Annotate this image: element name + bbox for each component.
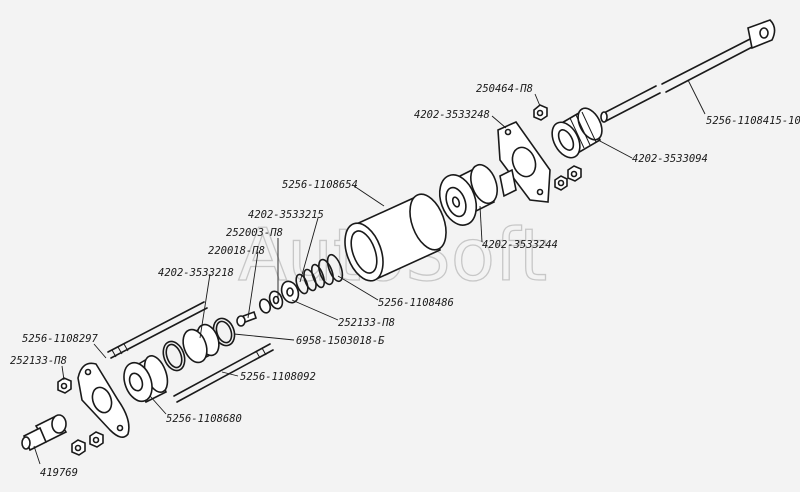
label-bottom-flange: 5256-1108297 [22, 333, 99, 345]
long-stud-lower-part [173, 343, 274, 403]
cylinder-part [344, 193, 447, 282]
bottom-flange-part [77, 362, 130, 438]
label-rod: 5256-1108415-10 [706, 115, 800, 127]
label-end-cap: 4202-3533218 [158, 267, 234, 279]
piston-part [438, 163, 498, 226]
end-cap-part [162, 317, 236, 372]
label-guide: 4202-3533215 [248, 209, 324, 221]
long-stud-upper-part [107, 301, 208, 359]
label-oring: 6958-1503018-Б [296, 335, 385, 347]
nut-top-part [533, 104, 582, 191]
label-fitting: 419769 [40, 467, 78, 479]
label-cylinder: 5256-1108654 [282, 179, 358, 191]
label-washer-b: 220018-П8 [208, 245, 265, 257]
label-piston: 4202-3533244 [482, 239, 558, 251]
label-spring-set: 5256-1108486 [378, 297, 454, 309]
fitting-part [21, 414, 68, 452]
label-washer-a: 252003-П8 [226, 227, 283, 239]
leader-lines [33, 79, 706, 465]
label-washer-c: 252133-П8 [338, 317, 395, 329]
label-nut-bottom: 252133-П8 [10, 355, 67, 367]
bellows-part [551, 107, 603, 159]
flange-top-part [497, 121, 551, 203]
label-long-stud: 5256-1108092 [240, 371, 316, 383]
spring-set-part [295, 253, 344, 295]
label-bushing: 5256-1108680 [166, 413, 242, 425]
rod-part [600, 19, 776, 123]
bushing-part [123, 354, 169, 404]
label-bellows: 4202-3533094 [632, 153, 708, 165]
label-flange-top: 4202-3533248 [414, 109, 490, 121]
label-nut-top: 250464-П8 [476, 83, 533, 95]
washer-stack-part [236, 280, 300, 327]
